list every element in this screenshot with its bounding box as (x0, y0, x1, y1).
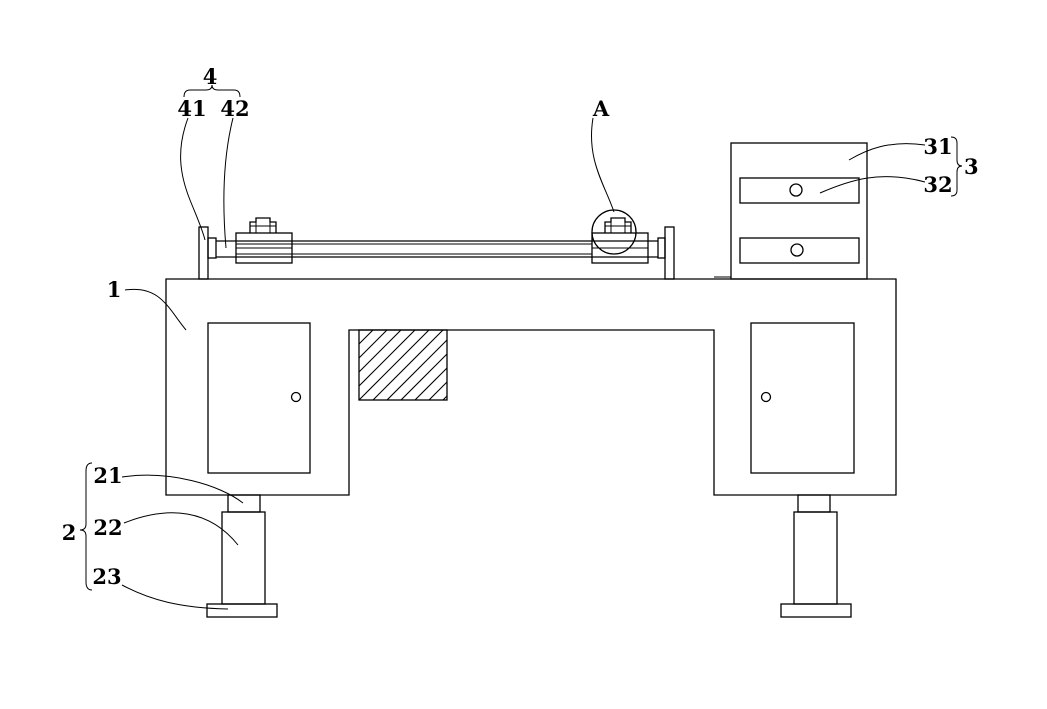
label-1: 1 (107, 277, 122, 302)
left-door-knob (290, 391, 302, 403)
left-cabinet-door (207, 322, 311, 474)
left-leg (206, 494, 278, 618)
label-32: 32 (923, 172, 952, 197)
label-41: 41 (177, 96, 206, 121)
hatch-line (359, 330, 388, 359)
brace-group-3 (950, 136, 963, 197)
label-42: 42 (220, 96, 249, 121)
detail-circle-a (591, 209, 637, 255)
label-group-3: 3 (964, 154, 979, 179)
hatch-line (359, 330, 430, 400)
label-22: 22 (93, 515, 122, 540)
right-end-collar (657, 237, 666, 259)
drawer-lower-knob (790, 243, 804, 257)
desk-body (165, 278, 897, 496)
drawer-upper (739, 177, 860, 204)
drawer-cabinet (730, 142, 868, 280)
hatch-line (359, 330, 402, 373)
hatch-line (372, 330, 444, 400)
brace-group-2 (79, 462, 93, 591)
right-door-knob (760, 391, 772, 403)
rail-assembly (198, 209, 675, 280)
label-21: 21 (93, 463, 122, 488)
label-group-4: 4 (203, 64, 218, 89)
hatch-line (442, 395, 447, 400)
label-a: A (592, 96, 610, 121)
label-23: 23 (92, 564, 121, 589)
hatch-line (414, 367, 447, 400)
hatch-line (359, 330, 416, 387)
hatch-line (499, 330, 569, 400)
hatch-line (485, 330, 555, 400)
right-cabinet-door (750, 322, 855, 474)
drawer-upper-knob (789, 183, 803, 197)
right-leg (780, 494, 852, 618)
label-group-2: 2 (62, 520, 77, 545)
label-31: 31 (923, 134, 952, 159)
hatched-block (358, 329, 583, 401)
hatch-line (457, 330, 527, 400)
hatch-line (359, 330, 374, 345)
hatch-line (428, 381, 447, 400)
brace-group-4 (183, 84, 241, 98)
right-clamp (604, 217, 632, 233)
drawer-lower (739, 237, 860, 264)
right-end-plate (664, 226, 675, 280)
left-end-collar (207, 237, 217, 259)
left-clamp (249, 217, 277, 233)
hatch-line (471, 330, 541, 400)
braces (79, 84, 963, 591)
hatch-line (386, 339, 447, 400)
hatch-line (513, 330, 583, 400)
hatch-line (400, 353, 447, 400)
leader-lines (121, 117, 926, 610)
